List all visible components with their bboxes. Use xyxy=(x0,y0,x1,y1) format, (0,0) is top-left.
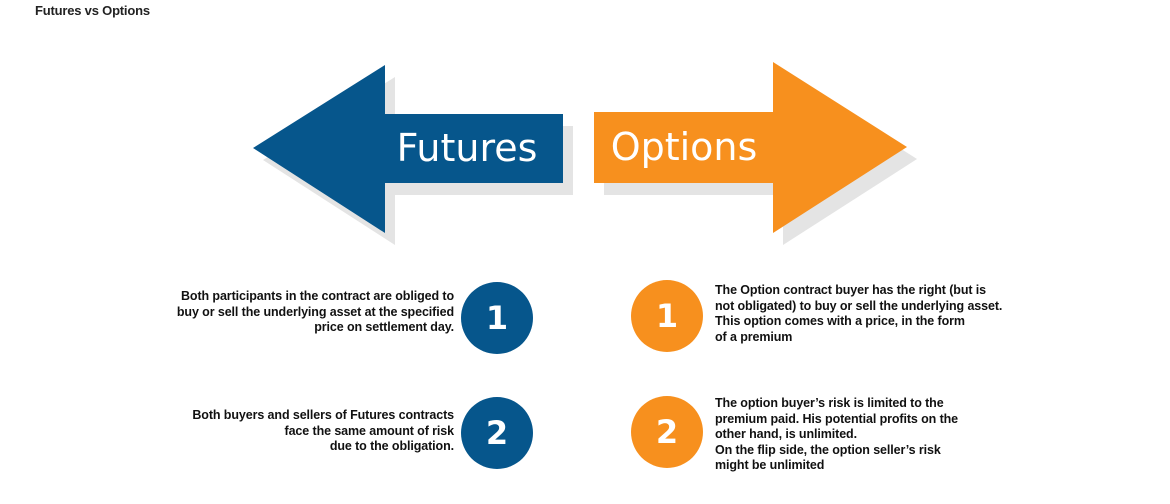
text-line: not obligated) to buy or sell the underl… xyxy=(715,298,1003,313)
futures-point-1-badge: 1 xyxy=(461,282,533,354)
text-line: due to the obligation. xyxy=(329,439,454,453)
futures-point-2-text: Both buyers and sellers of Futures contr… xyxy=(192,408,454,455)
text-line: Both participants in the contract are ob… xyxy=(180,289,454,303)
options-arrow-right-icon xyxy=(594,62,907,233)
options-point-1-text: The Option contract buyer has the right … xyxy=(715,283,1002,345)
futures-arrow-label: Futures xyxy=(397,126,538,170)
text-line: buy or sell the underlying asset at the … xyxy=(176,304,454,319)
futures-arrow-left-icon xyxy=(253,65,563,233)
options-point-2-badge: 2 xyxy=(631,396,703,468)
text-line: This option comes with a price, in the f… xyxy=(715,314,965,328)
text-line: other hand, is unlimited. xyxy=(715,427,857,441)
text-line: price on settlement day. xyxy=(314,320,454,334)
text-line: might be unlimited xyxy=(715,458,825,472)
text-line: Both buyers and sellers of Futures contr… xyxy=(192,408,454,422)
text-line: The option buyer’s risk is limited to th… xyxy=(715,396,944,410)
page-title: Futures vs Options xyxy=(35,3,150,18)
options-point-2-text: The option buyer’s risk is limited to th… xyxy=(715,396,958,474)
text-line: of a premium xyxy=(715,329,793,344)
options-arrow-label: Options xyxy=(611,125,758,169)
text-line: face the same amount of risk xyxy=(284,423,455,438)
futures-point-2-badge: 2 xyxy=(461,397,533,469)
futures-point-1-text: Both participants in the contract are ob… xyxy=(177,289,454,336)
options-point-1-badge: 1 xyxy=(631,280,703,352)
text-line: The Option contract buyer has the right … xyxy=(715,283,987,297)
text-line: premium paid. His potential profits on t… xyxy=(715,411,959,426)
text-line: On the flip side, the option seller’s ri… xyxy=(715,442,941,457)
